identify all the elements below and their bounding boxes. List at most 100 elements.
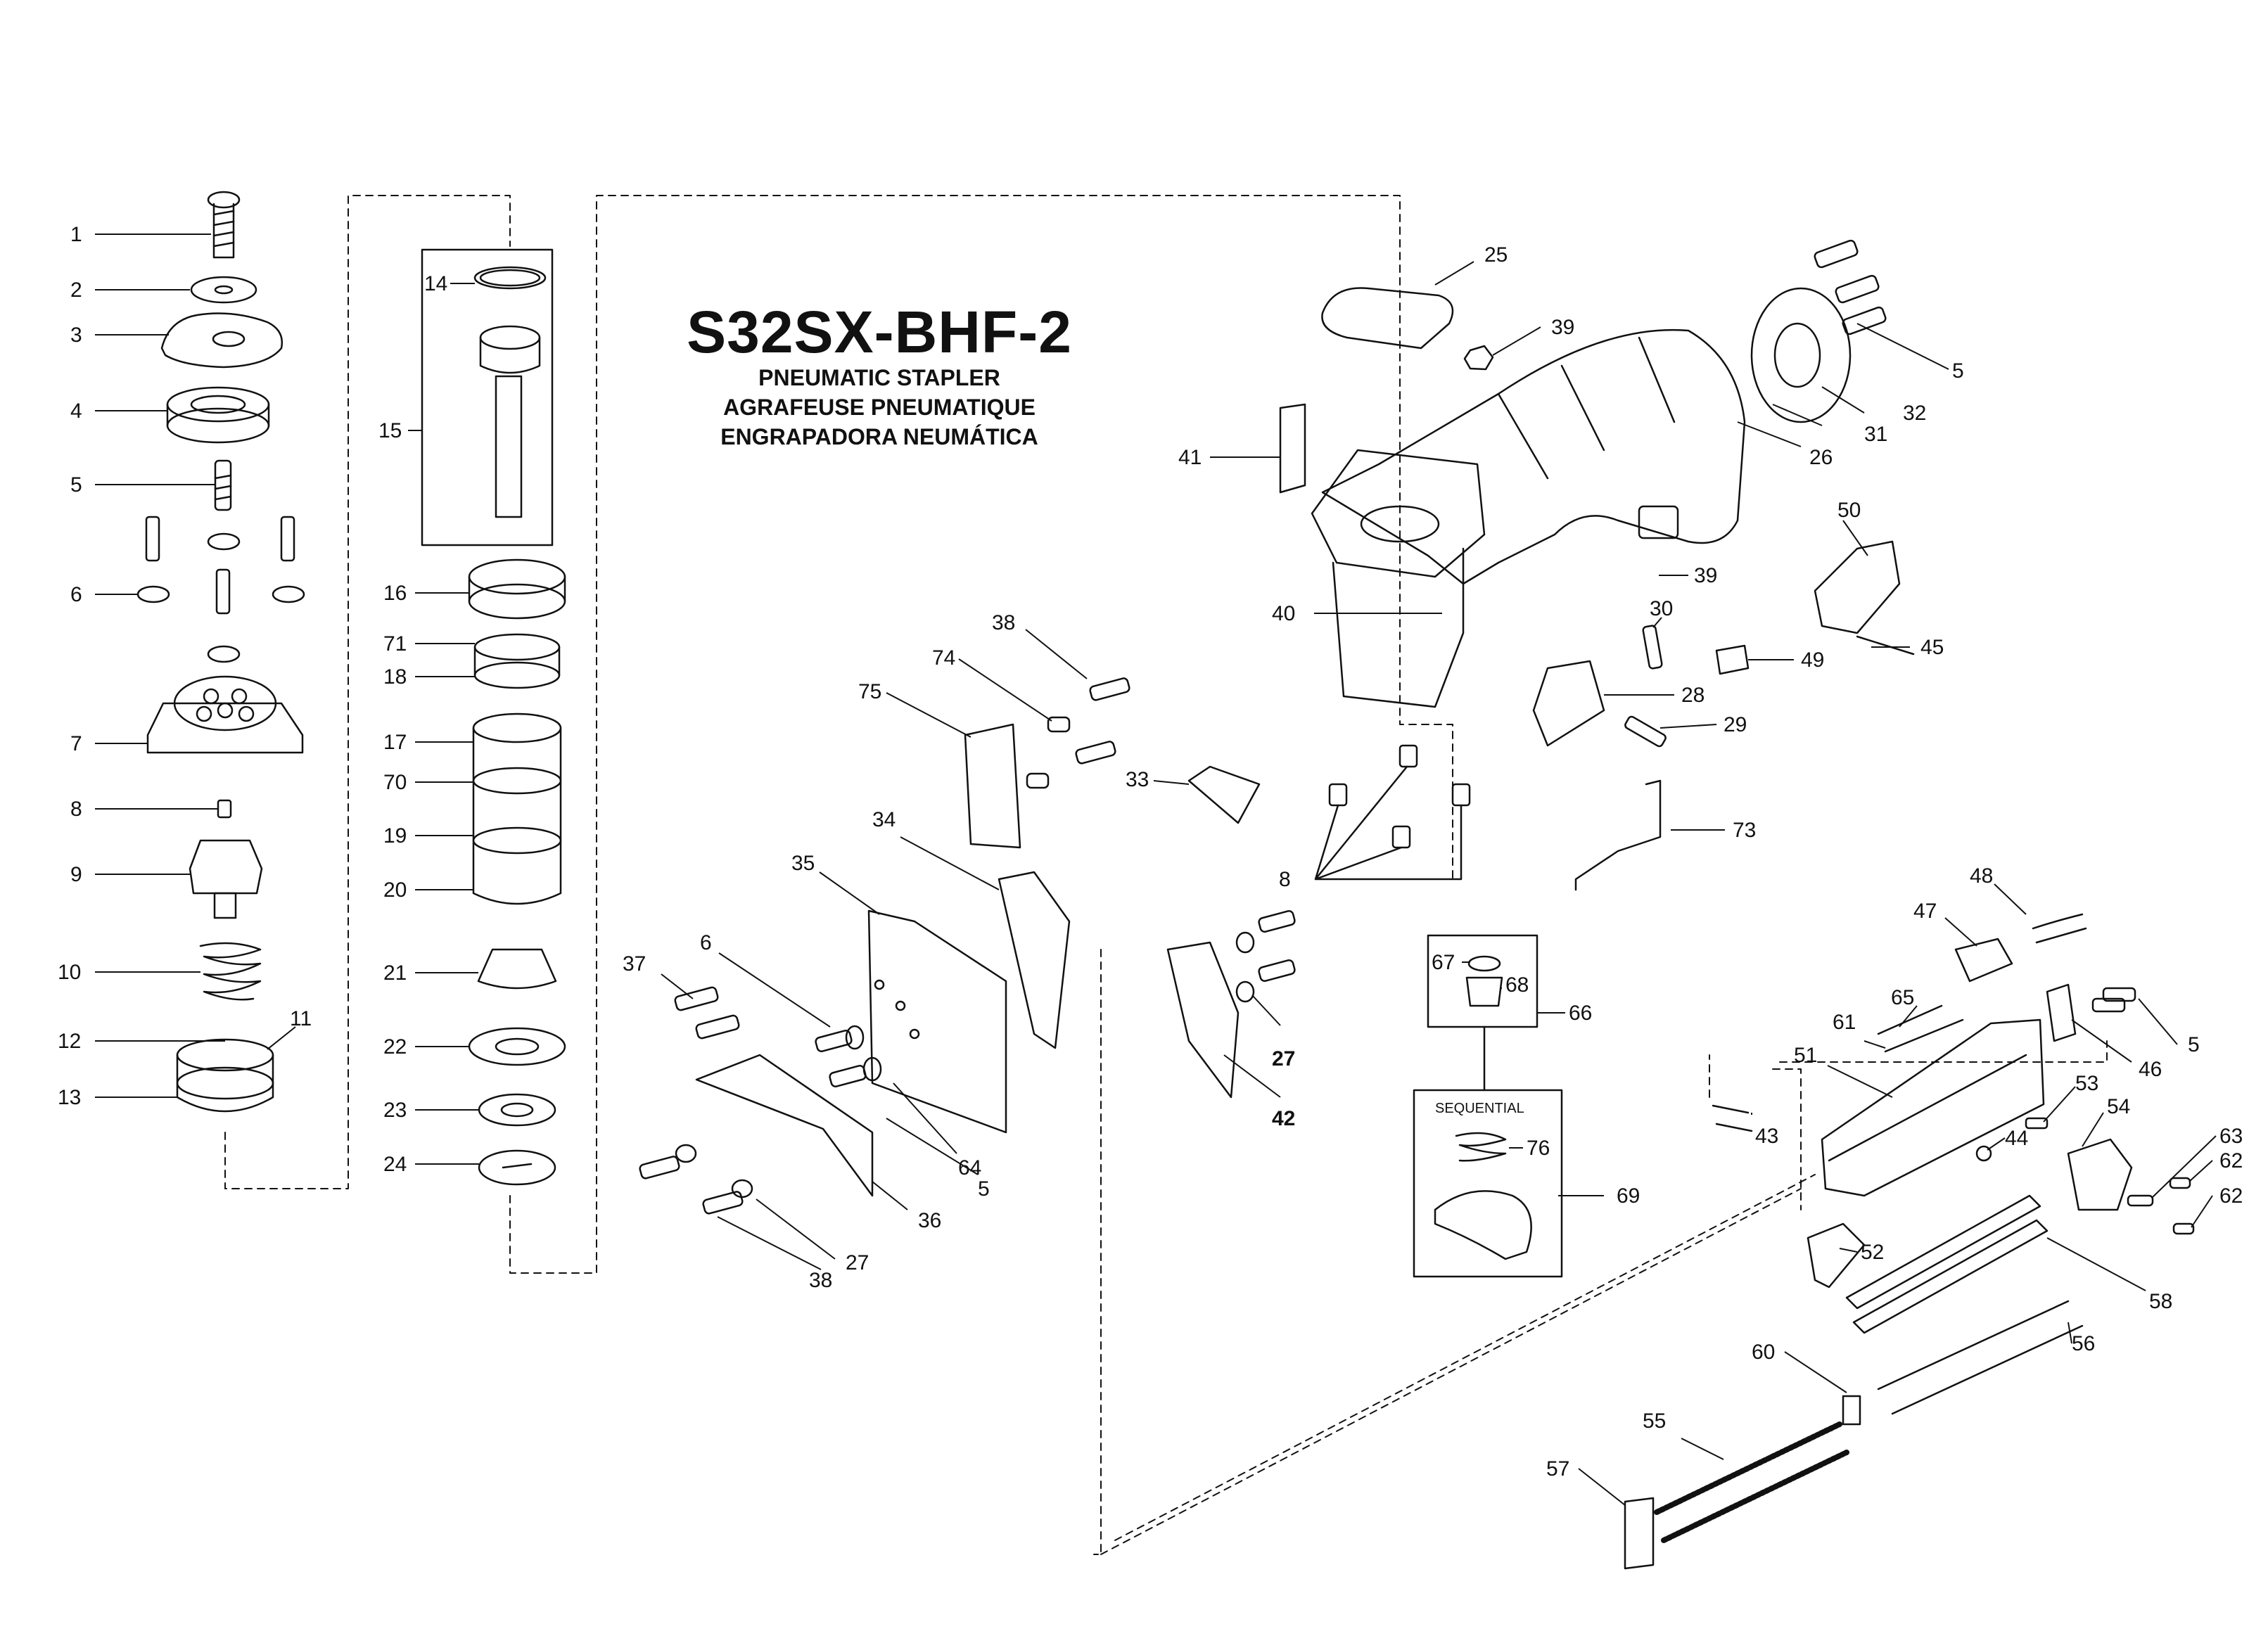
callout-69: 69 [1617,1184,1640,1208]
part-9-valve [189,839,263,919]
callout-76: 76 [1527,1137,1550,1160]
group-frame-main [509,195,1453,1274]
callout-47: 47 [1913,900,1937,923]
callout-11: 11 [290,1007,312,1030]
part-24-cap [478,1149,556,1186]
part-22-washer [468,1027,566,1066]
callout-6-b: 6 [700,931,712,954]
callout-2: 2 [70,279,82,302]
callout-8-b: 8 [1279,868,1291,891]
part-69-trigger [1434,1190,1532,1260]
part-63-62-pins [2127,1177,2195,1235]
callout-55: 55 [1643,1409,1666,1433]
callout-39: 39 [1551,316,1574,339]
callout-26: 26 [1809,446,1833,469]
callout-5-top: 5 [1952,359,1964,383]
part-36-shield [695,1054,874,1197]
callout-63: 63 [2219,1125,2243,1148]
callout-5-c: 5 [978,1177,990,1201]
part-31-32-cap [1750,239,1887,423]
part-7-head [146,675,304,754]
callout-1: 1 [70,223,82,246]
part-1-screw [207,191,241,259]
part-65-61-strips [1877,1004,1964,1053]
callout-17: 17 [383,731,407,754]
callout-36: 36 [918,1209,941,1232]
subtitle-en: PNEUMATIC STAPLER [758,365,1000,390]
part-40-nose [1311,449,1486,708]
callout-40: 40 [1272,602,1295,625]
part-73-wire [1574,779,1662,891]
part-75-guide [964,723,1021,849]
callout-43: 43 [1755,1125,1778,1148]
callout-71: 71 [383,632,407,656]
part-14-ring [473,266,547,290]
callout-31: 31 [1864,423,1887,446]
part-53-44-parts [1975,1117,2049,1162]
callout-42: 42 [1272,1107,1295,1130]
part-76-spring [1455,1132,1507,1162]
dash-frame-48 [1779,1040,2108,1063]
callout-34: 34 [872,808,896,831]
callout-30: 30 [1650,597,1673,620]
callout-62: 62 [2219,1149,2243,1172]
group-frame-left [224,195,511,1189]
callout-38: 38 [992,611,1015,634]
part-57-block [1624,1497,1655,1570]
callout-57: 57 [1546,1457,1569,1481]
callout-33: 33 [1126,768,1149,791]
callout-12: 12 [58,1030,81,1053]
part-6-64-screws [815,1025,882,1088]
part-55-springs [1654,1421,1849,1543]
part-43-pins [1712,1104,1753,1132]
callout-45: 45 [1920,636,1944,659]
part-47-48-latch [1954,913,2087,983]
title-block: S32SX-BHF-2 PNEUMATIC STAPLER AGRAFEUSE … [633,302,1126,449]
callout-56: 56 [2072,1332,2095,1355]
callout-65: 65 [1891,986,1914,1009]
part-4-ring [166,386,270,444]
callout-61: 61 [1833,1011,1856,1034]
callout-9: 9 [70,863,82,886]
part-25-gasket [1321,287,1454,350]
dash-lead-magazine-2 [1114,1174,1816,1541]
part-23-washer [478,1093,556,1127]
callout-4: 4 [70,399,82,423]
dash-frame-51 [1772,1068,1802,1210]
callout-8: 8 [70,798,82,821]
callout-67: 67 [1432,951,1455,974]
part-45-pin [1856,635,1915,656]
callout-53: 53 [2075,1072,2098,1095]
part-2-washer [190,276,257,304]
callout-18: 18 [383,665,407,689]
callout-27-b: 27 [846,1251,869,1274]
callout-51: 51 [1794,1044,1817,1067]
callout-3: 3 [70,324,82,347]
part-39-nut [1463,345,1494,371]
subtitle-es: ENGRAPADORA NEUMÁTICA [720,423,1038,449]
part-52-pusher [1807,1222,1866,1289]
callout-70: 70 [383,771,407,794]
callout-19: 19 [383,824,407,848]
callout-46: 46 [2139,1058,2162,1081]
subtitle-fr: AGRAFEUSE PNEUMATIQUE [723,394,1036,420]
callout-48: 48 [1970,864,1993,888]
callout-41: 41 [1178,446,1202,469]
inset-69-box [1413,1089,1563,1278]
callout-44: 44 [2005,1127,2028,1150]
part-41-plate [1279,403,1306,494]
callout-5-d: 5 [2188,1033,2200,1056]
callout-62-b: 62 [2219,1184,2243,1208]
part-56-rods [1877,1300,2084,1415]
callout-37: 37 [623,952,646,976]
callout-32: 32 [1903,402,1926,425]
part-17-20-cylinder [472,712,562,905]
callout-64: 64 [958,1156,981,1179]
callout-75: 75 [858,680,881,703]
callout-58: 58 [2149,1290,2172,1313]
callout-labels: 1 2 3 4 5 6 7 8 9 10 11 12 13 14 15 16 7… [58,223,2243,1481]
callout-7: 7 [70,732,82,755]
inset-66-box [1427,934,1538,1028]
callout-16: 16 [383,582,407,605]
